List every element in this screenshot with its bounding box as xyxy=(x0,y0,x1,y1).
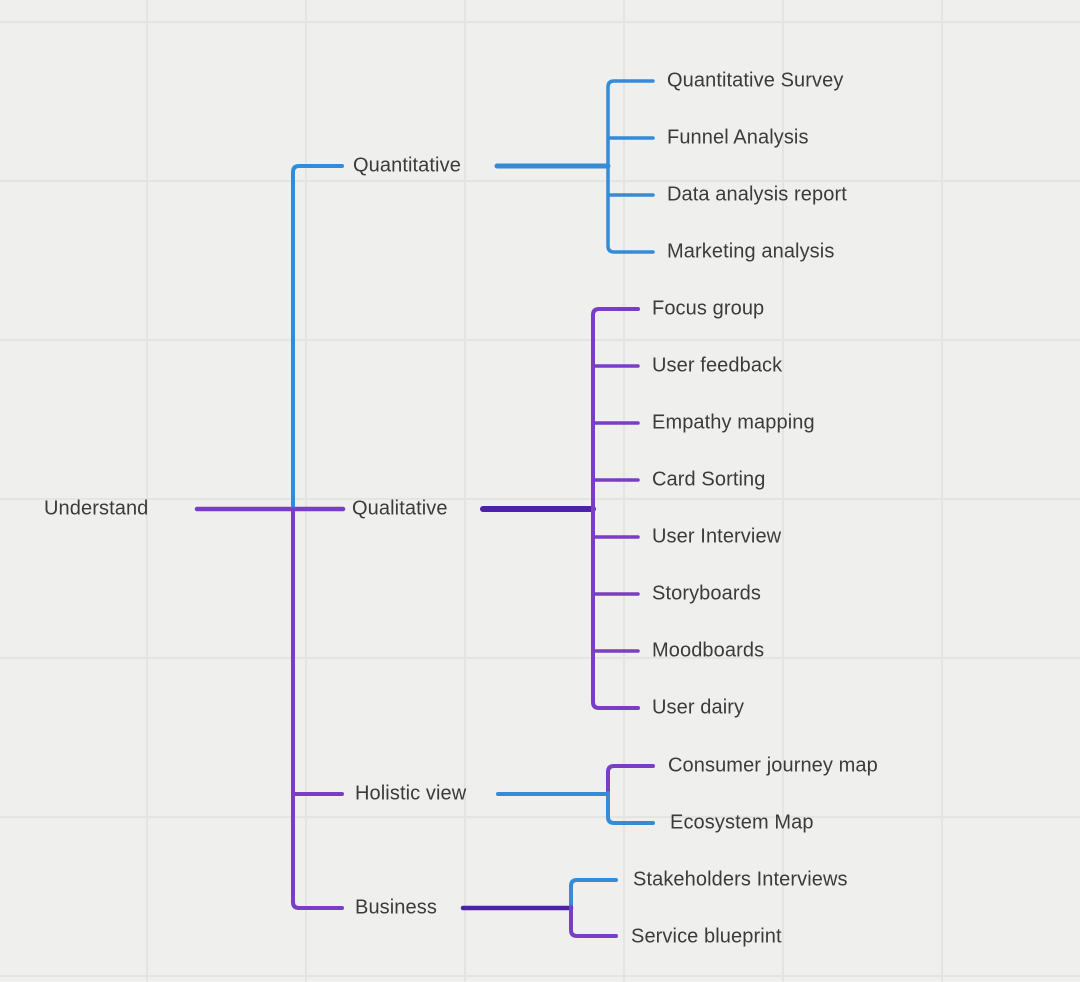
node-focus-group[interactable]: Focus group xyxy=(652,297,765,320)
node-user-feedback[interactable]: User feedback xyxy=(652,354,783,377)
node-ecosystem-map[interactable]: Ecosystem Map xyxy=(670,811,814,834)
node-data-analysis-report[interactable]: Data analysis report xyxy=(667,183,847,206)
node-funnel-analysis[interactable]: Funnel Analysis xyxy=(667,126,809,149)
node-service-blueprint[interactable]: Service blueprint xyxy=(631,925,782,948)
node-understand[interactable]: Understand xyxy=(44,497,149,520)
node-business[interactable]: Business xyxy=(355,896,437,919)
node-qualitative[interactable]: Qualitative xyxy=(352,497,448,520)
node-consumer-journey-map[interactable]: Consumer journey map xyxy=(668,754,878,777)
node-card-sorting[interactable]: Card Sorting xyxy=(652,468,766,491)
node-holistic-view[interactable]: Holistic view xyxy=(355,782,467,805)
node-moodboards[interactable]: Moodboards xyxy=(652,639,765,662)
connector-main-rail-to-quantitative xyxy=(291,164,344,511)
connector-elbow-stakeholders xyxy=(569,878,618,910)
connector-quantitative-rail xyxy=(606,79,655,254)
node-user-dairy[interactable]: User dairy xyxy=(652,696,745,719)
node-empathy-mapping[interactable]: Empathy mapping xyxy=(652,411,815,434)
node-user-interview[interactable]: User Interview xyxy=(652,525,782,548)
connector-elbow-service-blueprint xyxy=(569,905,618,938)
node-marketing-analysis[interactable]: Marketing analysis xyxy=(667,240,835,263)
connector-qualitative-rail xyxy=(591,307,640,710)
connector-main-rail-to-business xyxy=(291,507,344,910)
node-stakeholders-interviews[interactable]: Stakeholders Interviews xyxy=(633,868,848,891)
node-quantitative[interactable]: Quantitative xyxy=(353,154,461,177)
node-quantitative-survey[interactable]: Quantitative Survey xyxy=(667,69,844,92)
connector-elbow-consumer-journey xyxy=(606,764,655,796)
connector-elbow-ecosystem-map xyxy=(606,791,655,825)
node-storyboards[interactable]: Storyboards xyxy=(652,582,761,605)
